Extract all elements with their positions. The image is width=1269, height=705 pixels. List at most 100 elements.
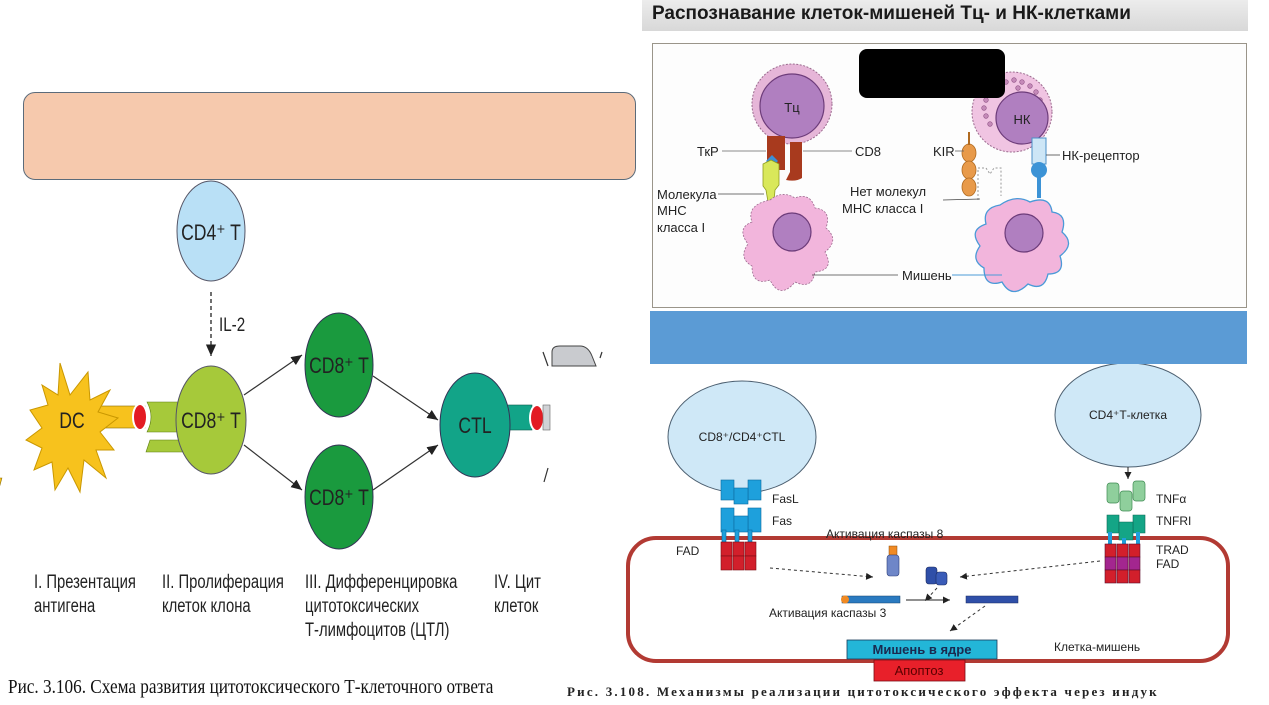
target-edge-c xyxy=(543,467,549,483)
stage-3-line3: Т-лимфоцитов (ЦТЛ) xyxy=(305,620,450,641)
arrow-prolif-up xyxy=(243,354,303,396)
target-cell-label: Клетка-мишень xyxy=(1054,640,1140,654)
dendritic-cell xyxy=(25,362,120,494)
cd8-bar xyxy=(790,142,802,178)
mhc-label-1: Молекула xyxy=(657,187,717,202)
cd8-foot xyxy=(786,172,802,181)
fad-left-label: FAD xyxy=(676,544,700,558)
tnfa-label: TNFα xyxy=(1156,492,1186,506)
title-band xyxy=(642,0,1248,31)
blue-banner xyxy=(650,311,1247,364)
fad-to-casp8-arrow xyxy=(769,567,874,580)
ctl-label-right: CD8⁺/CD4⁺CTL xyxy=(699,430,786,444)
cd8-bottom-label: CD8⁺ T xyxy=(309,486,369,510)
tnfa-molecule xyxy=(1106,480,1146,512)
procasp3-prodomain xyxy=(841,595,849,604)
apoptosis-mechanism-diagram: CD8⁺/CD4⁺CTL FasL Fas FAD CD4⁺Т-клетка T… xyxy=(626,364,1230,682)
mhc-label-2: МНС xyxy=(657,203,687,218)
cd4-t-cell xyxy=(176,180,246,282)
casp3-to-nucleus-arrow xyxy=(949,605,986,632)
stage-1-line1: I. Презентация xyxy=(34,572,136,593)
figure-title-right: Распознавание клеток-мишеней Тц- и НК-кл… xyxy=(652,3,1131,24)
no-mhc-label-2: МНС класса I xyxy=(842,201,923,216)
peach-banner xyxy=(23,92,636,180)
mhc-molecule xyxy=(762,159,780,203)
target-edge-a xyxy=(542,351,549,367)
cd4-cell-label: CD4⁺Т-клетка xyxy=(1089,408,1167,422)
fas-label-text: Fas xyxy=(772,514,792,528)
no-mhc-label-1: Нет молекул xyxy=(850,184,926,199)
tnfri-label: TNFRI xyxy=(1156,514,1191,528)
redaction-box xyxy=(859,49,1005,98)
fasl-molecule xyxy=(720,479,762,505)
cd8-top-cell xyxy=(304,312,374,418)
tc-label: Тц xyxy=(784,100,800,115)
cd8-center-label: CD8⁺ T xyxy=(181,409,241,433)
il2-label: IL-2 xyxy=(219,313,245,335)
dc-lower-bar xyxy=(0,477,3,495)
stage-3-line1: III. Дифференцировка xyxy=(305,572,458,593)
dc-label: DC xyxy=(59,409,84,433)
target-cell-fragment xyxy=(551,345,597,367)
stage-3: III. Дифференцировка цитотоксических Т-л… xyxy=(305,571,457,643)
tcr-label: ТкР xyxy=(697,144,719,159)
ctl-target-peptide xyxy=(529,404,545,432)
arrow-prolif-down xyxy=(243,444,303,491)
cd8-top-label: CD8⁺ T xyxy=(309,354,369,378)
casp8-prodomain xyxy=(888,545,898,556)
nucleus-target-label: Мишень в ядре xyxy=(873,642,972,657)
target-label: Мишень xyxy=(902,268,952,283)
target-mhc-stub xyxy=(542,404,551,431)
ctl-label: CTL xyxy=(458,414,491,438)
casp8-active-a xyxy=(925,566,938,585)
recognition-diagram: Тц ТкР CD8 Молекула МНС класса I НК KIR xyxy=(657,63,1140,293)
antigen-peptide xyxy=(132,403,148,431)
tnfri-stems xyxy=(1108,532,1140,544)
stage-4-line1: IV. Цит xyxy=(494,572,541,593)
mhc-label-3: класса I xyxy=(657,220,705,235)
stage-1-line2: антигена xyxy=(34,596,96,617)
no-mhc-leader xyxy=(942,198,981,201)
stage-1: I. Презентация антигена xyxy=(34,571,136,619)
nk-target-nucleus xyxy=(1004,213,1044,253)
fasl-label: FasL xyxy=(772,492,799,506)
tc-nucleus xyxy=(759,73,825,139)
stage-4-line2: клеток xyxy=(494,596,539,617)
nk-ligand xyxy=(1031,162,1047,178)
fad-left-block xyxy=(720,541,757,571)
nk-label: НК xyxy=(1014,112,1031,127)
cd8-center-cell xyxy=(175,365,247,475)
nk-nucleus xyxy=(995,91,1049,145)
nucleus-target-box xyxy=(846,639,998,660)
ctl-cell xyxy=(439,372,511,478)
casp8-to-casp3-arrow xyxy=(924,587,938,602)
trad-to-casp8-arrow xyxy=(959,560,1101,580)
fad-right-label: FAD xyxy=(1156,557,1180,571)
figure-caption-left: Рис. 3.106. Схема развития цитотоксическ… xyxy=(8,676,494,698)
casp3-label: Активация каспазы 3 xyxy=(769,606,887,620)
arrow-diff-up xyxy=(372,375,439,421)
casp8-active-b xyxy=(935,571,948,586)
stage-2: II. Пролиферация клеток клона xyxy=(162,571,284,619)
arrow-diff-down xyxy=(372,444,439,491)
casp8-label: Активация каспазы 8 xyxy=(826,527,944,541)
nk-receptor-bar xyxy=(1031,137,1047,165)
t-cell-response-diagram: CD4⁺ T IL-2 DC CD8⁺ T CD8⁺ T CD8⁺ T CTL xyxy=(0,180,603,550)
trad-fad-block xyxy=(1104,543,1141,584)
cd4-t-label: CD4⁺ T xyxy=(181,221,241,245)
figure-caption-right: Рис. 3.108. Механизмы реализации цитоток… xyxy=(567,684,1159,699)
stage-4: IV. Цит клеток xyxy=(494,571,541,619)
cd8-label: CD8 xyxy=(855,144,881,159)
kir-label: KIR xyxy=(933,144,955,159)
stage-2-line1: II. Пролиферация xyxy=(162,572,284,593)
stage-2-line2: клеток клона xyxy=(162,596,251,617)
casp8-monomer xyxy=(886,554,900,577)
target-edge-b xyxy=(599,351,603,359)
nk-ligand-stem xyxy=(1037,174,1041,198)
kir-receptor xyxy=(961,143,977,197)
stage-3-line2: цитотоксических xyxy=(305,596,420,617)
apoptosis-label: Апоптоз xyxy=(895,663,944,678)
procasp3 xyxy=(841,595,901,604)
nk-receptor-label: НК-рецептор xyxy=(1062,148,1140,163)
missing-mhc-outline xyxy=(977,167,1002,200)
